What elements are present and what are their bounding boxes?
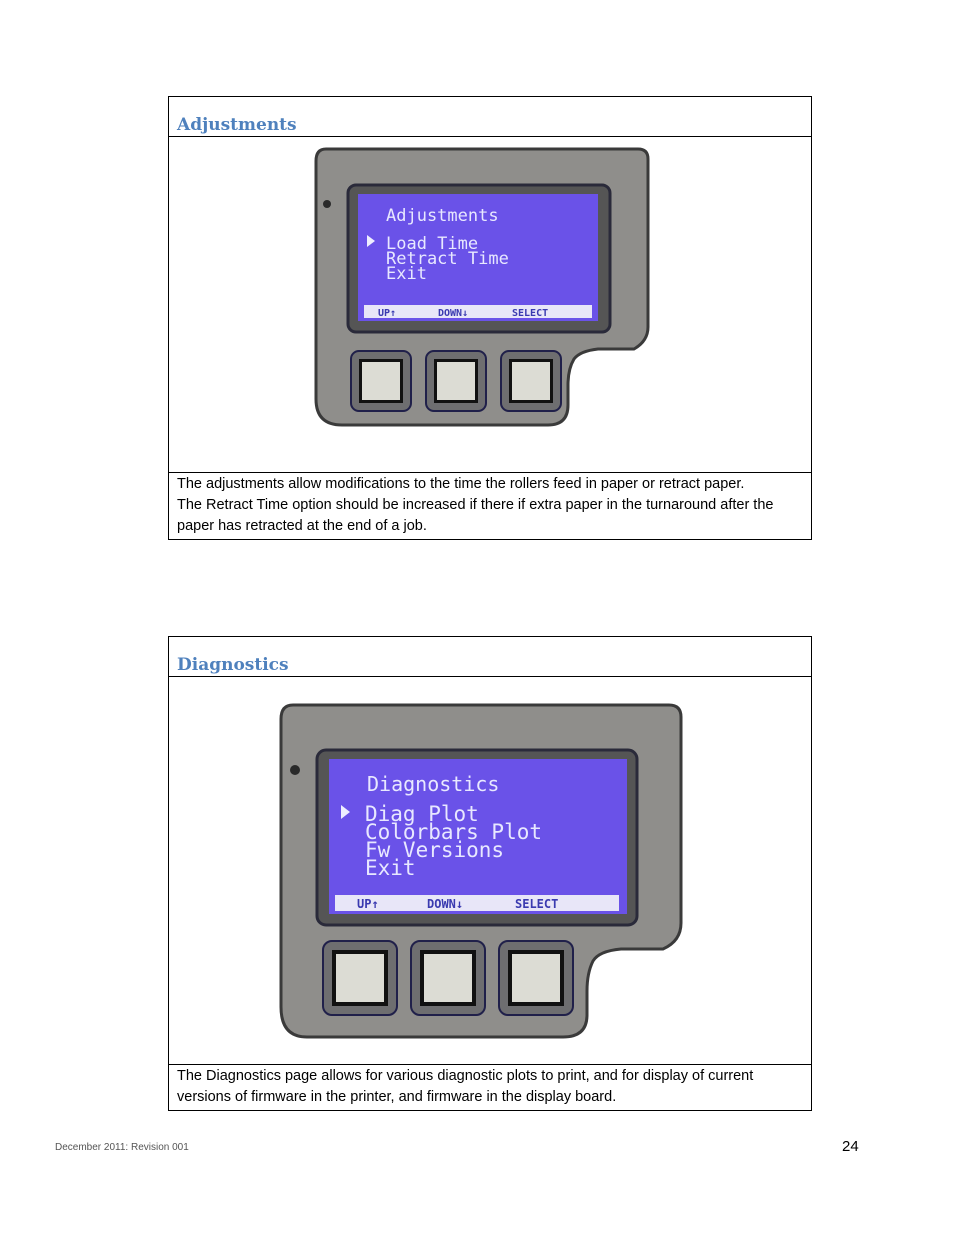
screen-item: Load Time xyxy=(386,234,478,254)
softkey-label-select: SELECT xyxy=(515,897,558,911)
paragraph: The Retract Time option should be increa… xyxy=(177,497,774,534)
section-title: Adjustments xyxy=(177,115,297,135)
section-image-cell: Adjustments Load Time Retract Time Exit … xyxy=(169,137,811,473)
diagnostics-section: Diagnostics Diagnostics Diag Plot Colorb… xyxy=(168,636,812,1111)
softkey-label-up: UP↑ xyxy=(357,897,379,911)
footer-revision: December 2011: Revision 001 xyxy=(55,1142,189,1153)
screen-heading: Diagnostics xyxy=(367,772,499,796)
screen-item: Retract Time xyxy=(386,249,509,269)
softkey-button-left[interactable] xyxy=(322,940,398,1016)
section-description: The Diagnostics page allows for various … xyxy=(169,1065,811,1110)
control-panel-photo: Diagnostics Diag Plot Colorbars Plot Fw … xyxy=(279,703,683,1039)
adjustments-section: Adjustments Adjustments Load Time Retrac… xyxy=(168,96,812,540)
softkey-label-down: DOWN↓ xyxy=(427,897,463,911)
softkey-label-select: SELECT xyxy=(512,308,548,319)
screen-item: Diag Plot xyxy=(365,802,479,826)
softkey-button-middle[interactable] xyxy=(410,940,486,1016)
control-panel-photo: Adjustments Load Time Retract Time Exit … xyxy=(314,147,650,427)
screen-item: Exit xyxy=(365,856,416,880)
softkey-label-down: DOWN↓ xyxy=(438,308,468,319)
softkey-button-middle[interactable] xyxy=(425,350,487,412)
softkey-button-right[interactable] xyxy=(500,350,562,412)
selection-arrow-icon xyxy=(341,805,350,819)
section-title: Diagnostics xyxy=(177,655,289,675)
selection-arrow-icon xyxy=(367,235,375,247)
softkey-button-left[interactable] xyxy=(350,350,412,412)
softkey-button-right[interactable] xyxy=(498,940,574,1016)
softkey-label-up: UP↑ xyxy=(378,308,396,319)
paragraph: The Diagnostics page allows for various … xyxy=(177,1068,754,1105)
screen-item: Colorbars Plot xyxy=(365,820,542,844)
screen-heading: Adjustments xyxy=(386,206,499,226)
section-header: Adjustments xyxy=(169,97,811,137)
section-header: Diagnostics xyxy=(169,637,811,677)
screen-item: Exit xyxy=(386,264,427,284)
page-number: 24 xyxy=(842,1138,859,1155)
paragraph: The adjustments allow modifications to t… xyxy=(177,476,745,492)
section-description: The adjustments allow modifications to t… xyxy=(169,473,811,539)
screen-item: Fw Versions xyxy=(365,838,504,862)
section-image-cell: Diagnostics Diag Plot Colorbars Plot Fw … xyxy=(169,677,811,1065)
